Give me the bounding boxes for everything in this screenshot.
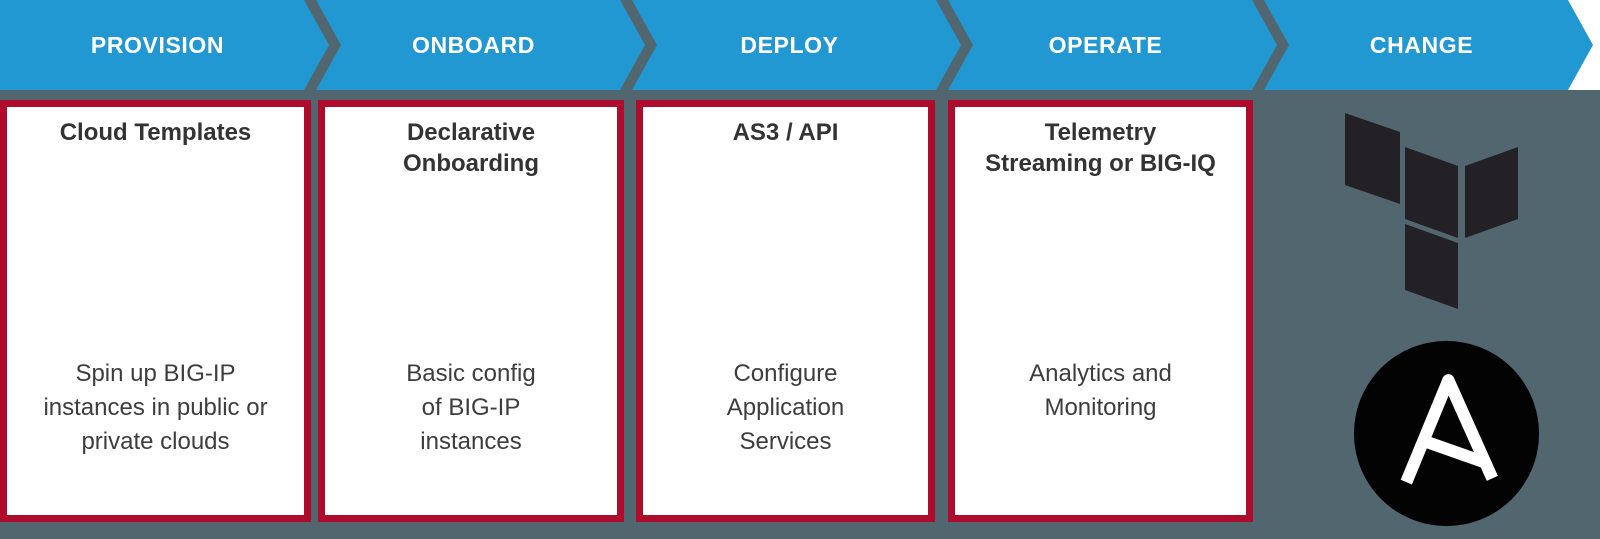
stage-chevron-operate: OPERATE: [948, 0, 1277, 90]
card-body: Spin up BIG-IP instances in public or pr…: [43, 360, 268, 455]
card-title: Telemetry Streaming or BIG-IQ: [985, 119, 1216, 177]
stage-label: ONBOARD: [411, 31, 536, 58]
terraform-icon: [1345, 113, 1518, 309]
stage-label: CHANGE: [1369, 31, 1474, 58]
stage-chevron-deploy: DEPLOY: [632, 0, 961, 90]
card-deploy: AS3 / API Configure Application Services: [636, 100, 935, 522]
stage-chevron-onboard: ONBOARD: [316, 0, 645, 90]
card-title: Declarative Onboarding: [403, 119, 539, 177]
stage-label: OPERATE: [1048, 31, 1163, 58]
stage-chevron-change: CHANGE: [1264, 0, 1593, 90]
card-title: Cloud Templates: [59, 119, 252, 146]
card-operate: Telemetry Streaming or BIG-IQ Analytics …: [948, 100, 1253, 522]
ansible-icon: [1353, 340, 1540, 527]
card-body: Analytics and Monitoring: [1029, 360, 1172, 421]
card-provision: Cloud Templates Spin up BIG-IP instances…: [0, 100, 311, 522]
stage-label: DEPLOY: [740, 31, 839, 58]
card-body: Basic config of BIG-IP instances: [406, 360, 536, 455]
card-body: Configure Application Services: [726, 360, 845, 455]
card-onboard: Declarative Onboarding Basic config of B…: [318, 100, 624, 522]
stage-label: PROVISION: [90, 31, 225, 58]
card-title: AS3 / API: [732, 119, 839, 146]
stage-chevron-provision: PROVISION: [0, 0, 329, 90]
